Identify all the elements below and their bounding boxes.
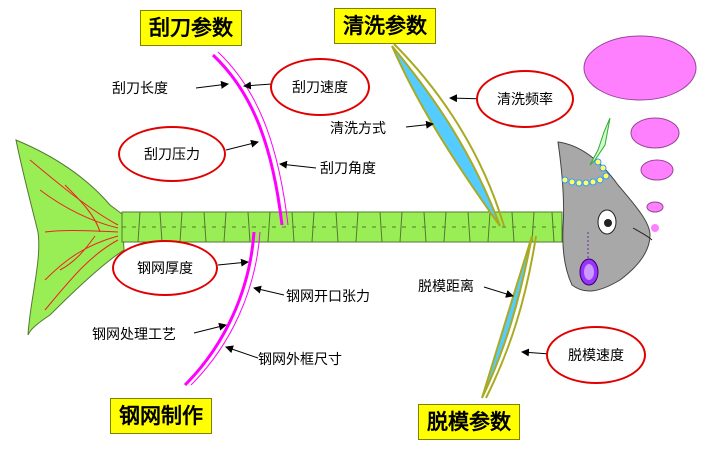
category-stencil: 钢网制作 <box>110 398 212 434</box>
cause-cleaning-method: 清洗方式 <box>330 121 386 137</box>
thought-bubbles <box>583 35 697 213</box>
cause-stencil-thickness: 钢网厚度 <box>112 240 218 296</box>
cause-squeegee-length: 刮刀长度 <box>112 81 168 97</box>
fish-tail <box>15 139 125 336</box>
rib-cleaning <box>391 45 501 227</box>
rib-demolding <box>481 235 533 399</box>
rib-stencil <box>183 231 256 387</box>
cause-squeegee-pressure: 刮刀压力 <box>118 126 226 182</box>
cause-arrows <box>193 80 551 359</box>
category-squeegee: 刮刀参数 <box>140 10 242 46</box>
cause-demolding-speed: 脱模速度 <box>546 326 646 384</box>
fish-necklace <box>561 158 610 187</box>
category-cleaning: 清洗参数 <box>334 8 436 44</box>
cause-squeegee-speed: 刮刀速度 <box>270 58 370 116</box>
cause-cleaning-frequency: 清洗频率 <box>476 70 574 128</box>
fish-pendant <box>579 232 599 286</box>
cause-stencil-aperture-tension: 钢网开口张力 <box>286 289 370 305</box>
cause-squeegee-angle: 刮刀角度 <box>320 161 376 177</box>
spine-segments <box>122 211 562 243</box>
category-demolding: 脱模参数 <box>418 404 520 440</box>
cause-stencil-frame-size: 钢网外框尺寸 <box>258 352 342 368</box>
tail-veins <box>29 159 119 311</box>
fish-crown <box>589 117 611 166</box>
rib-squeegee <box>211 53 284 226</box>
cause-demolding-distance: 脱模距离 <box>418 279 474 295</box>
cause-stencil-process: 钢网处理工艺 <box>92 327 176 343</box>
